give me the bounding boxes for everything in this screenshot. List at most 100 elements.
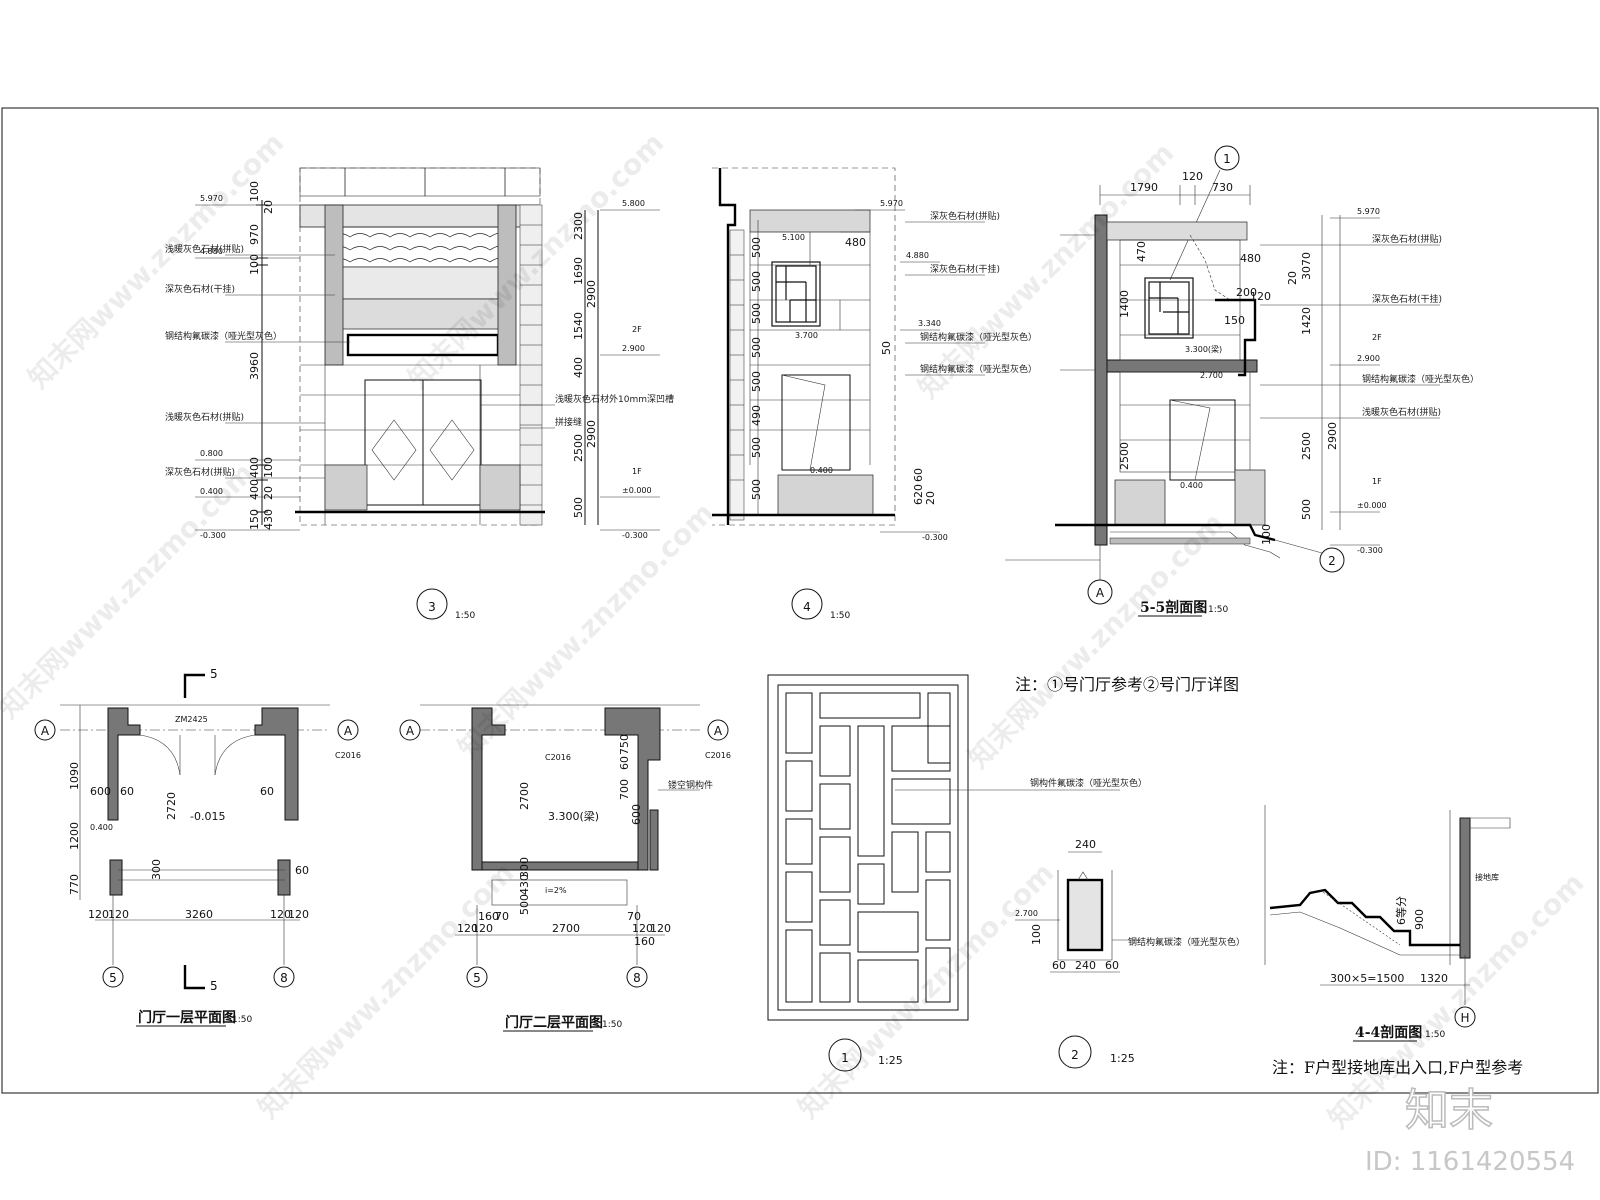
elev3-caption-number: 3 (428, 600, 436, 614)
elev3-level-7: 2.900 (622, 344, 645, 353)
plan2f-dim-5: 600 (630, 804, 643, 825)
detail2-side-dim: 100 (1030, 924, 1043, 945)
elev3-label-2: 深灰色石材(干挂) (165, 283, 235, 295)
plan2f-grid-axis-left: A (406, 724, 415, 738)
plan2f-dim-6: 500 (518, 894, 531, 915)
s55-level-3: 2.700 (1200, 371, 1223, 380)
elev3-level-6: 5.800 (622, 199, 645, 208)
plan1f-left-dim-3: 770 (68, 874, 81, 895)
plan1f-level: -0.015 (190, 810, 225, 823)
s44-grid-axis: H (1460, 1011, 1469, 1025)
plan2f-dim-2: 700 (618, 779, 631, 800)
plan1f-extra-level: 0.400 (90, 823, 113, 832)
elev3-level-1: 5.970 (200, 194, 223, 203)
plan1f-bottom-dim-2: 120 (108, 908, 129, 921)
s44-scale: 1:50 (1425, 1030, 1445, 1040)
elev3-label-1: 浅暖灰色石材(拼贴) (165, 243, 244, 255)
elev3-label-6: 浅暖灰色石材外10mm深凹槽 (555, 393, 674, 405)
elev3-dim-7: 100 (262, 457, 275, 478)
plan1f-bottom-dim-1: 120 (88, 908, 109, 921)
elev3-level-3: 0.800 (200, 449, 223, 458)
s55-dim-5: 120 (1250, 290, 1271, 303)
elev3-dim-3: 20 (262, 200, 275, 214)
plan2f-dim-8: 300 (518, 857, 531, 878)
watermark: 知末网www.znzmo.com (452, 496, 721, 765)
s55-top-dim-2: 120 (1182, 170, 1203, 183)
plan2f-bottom-dim-1: 120 (457, 922, 478, 935)
s55-level-7: -0.300 (1357, 546, 1383, 555)
plan2f-bottom-dim-8: 120 (650, 922, 671, 935)
elev3-label-3: 钢结构氟碳漆（哑光型灰色） (165, 330, 282, 342)
s55-label-1: 深灰色石材(拼贴) (1372, 233, 1442, 245)
note-bottom: 注：F户型接地库出入口,F户型参考 (1272, 1058, 1523, 1077)
s55-top-dim-1: 1790 (1130, 181, 1158, 194)
s55-dim-14: 100 (1260, 524, 1273, 545)
s55-dim-8: 3070 (1300, 252, 1313, 280)
plan1f-bottom-dim-5: 120 (288, 908, 309, 921)
plan2f-window-tag-1: C2016 (545, 753, 571, 762)
plan2f-slope: i=2% (545, 886, 567, 895)
plan1f-grid-axis-right: A (344, 724, 353, 738)
s55-dim-3: 480 (1240, 252, 1261, 265)
elev4-dim-4: 500 (750, 271, 763, 292)
s44-dim-1: 300×5=1500 (1330, 972, 1404, 985)
s44-stair-label: 6等分 (1394, 896, 1408, 925)
elev3-floor-1f: 1F (632, 467, 642, 476)
elev4-dim-10: 500 (750, 479, 763, 500)
plan2f-title: 门厅二层平面图 (505, 1014, 603, 1031)
elev4-level-7: -0.300 (922, 533, 948, 542)
s55-level-6: ±0.000 (1357, 501, 1387, 510)
plan1f-inner-dim-5: 300 (150, 859, 163, 880)
plan2f-scale: 1:50 (602, 1020, 622, 1030)
plan2f-axis-left: 5 (473, 971, 481, 985)
plan2f-bottom-dim-6: 70 (627, 910, 641, 923)
elev4-dim-3: 500 (750, 237, 763, 258)
plan2f-bottom-dim-9: 160 (634, 935, 655, 948)
elev4-dim-2: 50 (880, 341, 893, 355)
watermark: 知末网www.znzmo.com (252, 856, 521, 1125)
detail2-bottom-dim-1: 60 (1052, 959, 1066, 972)
s44-dim-2: 1320 (1420, 972, 1448, 985)
elev3-dim-10: 150 (248, 509, 261, 530)
plan-first-floor: 5 5 A A ZM2425 C2016 -0.015 1090 1200 77… (34, 667, 361, 1027)
detail1-caption-number: 1 (841, 1051, 849, 1065)
s55-dim-7: 2500 (1118, 442, 1131, 470)
image-id: ID: 1161420554 (1365, 1147, 1575, 1177)
elev4-dim-6: 500 (750, 337, 763, 358)
s55-dim-13: 20 (1286, 271, 1299, 285)
s55-level-4: 2.900 (1357, 354, 1380, 363)
section-5-5: 1790 120 730 1 (1005, 145, 1479, 617)
plan2f-axis-right: 8 (633, 971, 641, 985)
sheet-frame (1, 107, 1599, 1094)
plan1f-left-dim-1: 1090 (68, 762, 81, 790)
plan2f-side-label: 镂空钢构件 (668, 779, 713, 791)
plan2f-grid-axis-right: A (714, 724, 723, 738)
plan1f-inner-dim-2: 60 (120, 785, 134, 798)
elev3-label-7: 拼接缝 (555, 416, 582, 428)
elev4-dim-7: 500 (750, 371, 763, 392)
detail1-scale: 1:25 (878, 1054, 903, 1067)
elevation-3: 5.970 4.880 0.800 0.400 -0.300 100 970 2… (165, 167, 674, 621)
plan2f-window-tag-2: C2016 (705, 751, 731, 760)
plan-second-floor: A A i=2% C2016 C2016 3.300(梁) 镂空钢构件 2700… (399, 704, 731, 1032)
elevation-4: 500 500 500 500 500 490 500 500 620 60 2… (712, 167, 1037, 621)
elev4-dim-9: 500 (750, 437, 763, 458)
elev4-dim-8: 490 (750, 405, 763, 426)
s55-top-dim-3: 730 (1212, 181, 1233, 194)
elev4-dim-1: 480 (845, 236, 866, 249)
elev3-label-4: 浅暖灰色石材(拼贴) (165, 411, 244, 423)
elev4-label-3: 钢结构氟碳漆（哑光型灰色） (920, 331, 1037, 343)
s55-dim-6: 150 (1224, 314, 1245, 327)
plan1f-inner-dim-3: 2720 (165, 792, 178, 820)
plan1f-bottom-dim-3: 3260 (185, 908, 213, 921)
brand-mark: 知末 (1405, 1085, 1493, 1136)
plan1f-left-dim-2: 1200 (68, 822, 81, 850)
detail2-top-dim: 240 (1075, 838, 1096, 851)
elev3-rdim-3: 2900 (585, 280, 598, 308)
elev4-level-3: 4.880 (906, 251, 929, 260)
elev4-dim-12: 60 (912, 468, 925, 482)
elev3-rdim-4: 1540 (572, 312, 585, 340)
s55-level-2: 3.300(梁) (1185, 345, 1222, 354)
plan1f-title: 门厅一层平面图 (138, 1009, 236, 1026)
watermark: 知末网www.znzmo.com (962, 506, 1231, 775)
